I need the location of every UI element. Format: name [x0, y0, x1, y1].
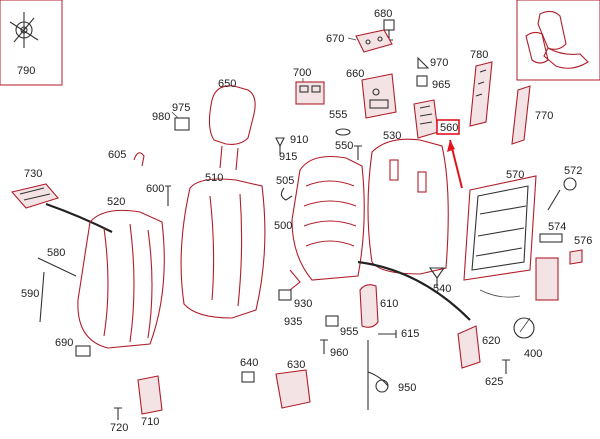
part-650-headrest [208, 85, 256, 171]
label-580[interactable]: 580 [47, 247, 65, 259]
label-600[interactable]: 600 [146, 183, 164, 195]
label-630[interactable]: 630 [287, 359, 305, 371]
part-910-clip [275, 137, 285, 154]
part-770-rail [511, 85, 531, 145]
label-590[interactable]: 590 [21, 288, 39, 300]
label-930[interactable]: 930 [294, 298, 312, 310]
part-520-seat-cushion [77, 209, 165, 349]
label-720[interactable]: 720 [110, 422, 128, 434]
part-620-cover [457, 325, 481, 369]
label-625[interactable]: 625 [485, 376, 503, 388]
part-572-knob [547, 177, 577, 211]
part-615-bolt [378, 330, 397, 338]
label-950[interactable]: 950 [398, 382, 416, 394]
part-610-trim [359, 284, 379, 328]
label-790[interactable]: 790 [17, 65, 35, 77]
label-610[interactable]: 610 [380, 298, 398, 310]
part-710-cover [137, 375, 163, 415]
part-580-rod [37, 257, 77, 277]
label-965[interactable]: 965 [432, 79, 450, 91]
label-620[interactable]: 620 [482, 335, 500, 347]
label-500[interactable]: 500 [274, 220, 292, 232]
label-572[interactable]: 572 [564, 165, 582, 177]
label-910[interactable]: 910 [290, 134, 308, 146]
part-605-hook [133, 152, 145, 167]
part-975-guide [171, 111, 190, 131]
part-640-clip [241, 371, 255, 383]
part-600-screw [165, 185, 171, 206]
part-500-backrest-frame [289, 155, 365, 291]
label-574[interactable]: 574 [548, 221, 566, 233]
arrow-620-to-frame [357, 260, 471, 321]
label-510[interactable]: 510 [205, 172, 223, 184]
part-955-clip [325, 315, 339, 327]
label-730[interactable]: 730 [24, 168, 42, 180]
part-576-cap [569, 249, 583, 265]
part-510-backrest-cover [180, 178, 266, 319]
label-505[interactable]: 505 [276, 175, 294, 187]
inset-box-seat-overview [516, 0, 600, 81]
arrow-730-to-520 [45, 202, 113, 233]
label-570[interactable]: 570 [506, 169, 524, 181]
part-730-handle [10, 183, 59, 209]
part-965-sensor [416, 75, 428, 87]
part-505-hook [280, 187, 293, 201]
label-710[interactable]: 710 [141, 416, 159, 428]
label-980[interactable]: 980 [152, 111, 170, 123]
part-950-harness [367, 340, 389, 410]
label-660[interactable]: 660 [346, 68, 364, 80]
label-540[interactable]: 540 [433, 283, 451, 295]
label-670[interactable]: 670 [326, 33, 344, 45]
label-640[interactable]: 640 [240, 357, 258, 369]
label-955[interactable]: 955 [340, 326, 358, 338]
label-680[interactable]: 680 [374, 8, 392, 20]
part-590-rod [39, 271, 45, 323]
label-576[interactable]: 576 [574, 235, 592, 247]
part-555-washer [335, 128, 351, 136]
part-570-frame [463, 175, 537, 281]
part-550-bolt [354, 145, 362, 160]
part-700-module [295, 78, 325, 105]
label-770[interactable]: 770 [535, 110, 553, 122]
label-560[interactable]: 560 [440, 122, 458, 134]
label-975[interactable]: 975 [172, 102, 190, 114]
part-400-motor [479, 257, 559, 339]
part-690-clip [75, 345, 91, 357]
part-670-plate [347, 29, 393, 53]
label-530[interactable]: 530 [383, 130, 401, 142]
part-720-screw [114, 407, 122, 420]
label-605[interactable]: 605 [108, 149, 126, 161]
part-574-bracket [539, 233, 563, 243]
part-560-control-unit [413, 99, 439, 139]
label-780[interactable]: 780 [470, 49, 488, 61]
highlight-box-560 [436, 119, 460, 135]
label-915[interactable]: 915 [279, 151, 297, 163]
part-780-rail [469, 61, 493, 127]
label-550[interactable]: 550 [335, 140, 353, 152]
label-400[interactable]: 400 [524, 348, 542, 360]
label-650[interactable]: 650 [218, 78, 236, 90]
label-555[interactable]: 555 [329, 109, 347, 121]
part-970-clip [417, 56, 430, 69]
label-690[interactable]: 690 [55, 337, 73, 349]
inset-box-part-790 [0, 0, 63, 86]
part-930-bracket [278, 289, 292, 301]
label-520[interactable]: 520 [107, 196, 125, 208]
part-625-screw [502, 359, 510, 374]
part-540-clip [428, 267, 446, 288]
label-700[interactable]: 700 [293, 67, 311, 79]
part-630-latch [275, 369, 311, 409]
label-970[interactable]: 970 [430, 57, 448, 69]
label-615[interactable]: 615 [401, 328, 419, 340]
part-660-bracket [361, 73, 397, 119]
label-960[interactable]: 960 [330, 347, 348, 359]
highlight-arrow-head [447, 140, 455, 152]
part-960-screw [320, 339, 328, 354]
part-530-backrest-panel [367, 138, 449, 275]
label-935[interactable]: 935 [284, 316, 302, 328]
